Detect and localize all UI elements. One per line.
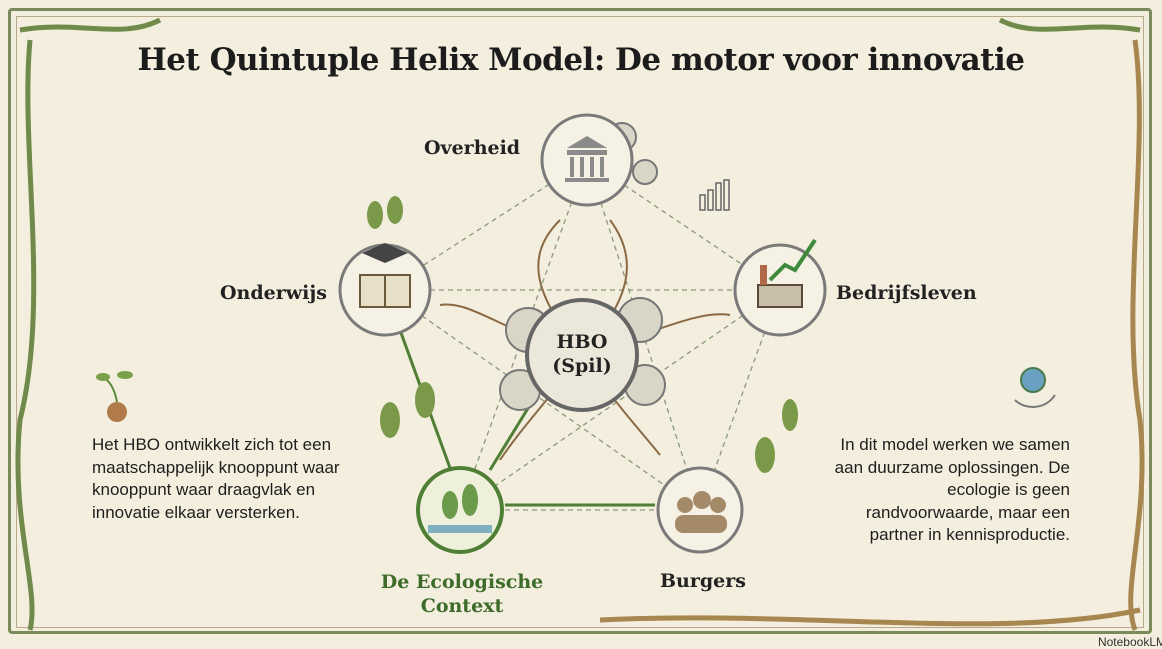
- node-label-onderwijs: Onderwijs: [220, 282, 327, 304]
- page-title: Het Quintuple Helix Model: De motor voor…: [137, 42, 1026, 78]
- vine-border: [15, 17, 1145, 631]
- node-label-ecologie: De Ecologische Context: [372, 570, 552, 618]
- ecologie-line1: De Ecologische: [380, 571, 544, 593]
- hbo-hub-icon: [525, 298, 639, 412]
- hub-label-hbo: HBO (Spil): [532, 330, 632, 378]
- node-label-bedrijfsleven: Bedrijfsleven: [836, 282, 977, 304]
- chart-icon: [699, 179, 730, 211]
- globe-in-hand-icon: [1014, 367, 1056, 408]
- hbo-line1: HBO: [556, 331, 608, 353]
- decor-leaves: [367, 196, 798, 473]
- footer-watermark: NotebookLM: [1097, 635, 1162, 649]
- decorative-frame: [8, 8, 1152, 634]
- citizens-people-icon: [656, 466, 744, 554]
- node-label-overheid: Overheid: [424, 137, 521, 159]
- ecology-plant-icon: [416, 466, 504, 554]
- right-description: In dit model werken we samen aan duurzam…: [834, 435, 1070, 544]
- inner-frame: [16, 16, 1144, 628]
- ecologie-line2: Context: [420, 595, 504, 617]
- left-description: Het HBO ontwikkelt zich tot een maatscha…: [92, 435, 340, 522]
- node-label-burgers: Burgers: [660, 570, 746, 592]
- government-building-icon: [540, 113, 634, 207]
- hbo-line2: (Spil): [552, 355, 612, 377]
- sprout-icon: [96, 371, 133, 422]
